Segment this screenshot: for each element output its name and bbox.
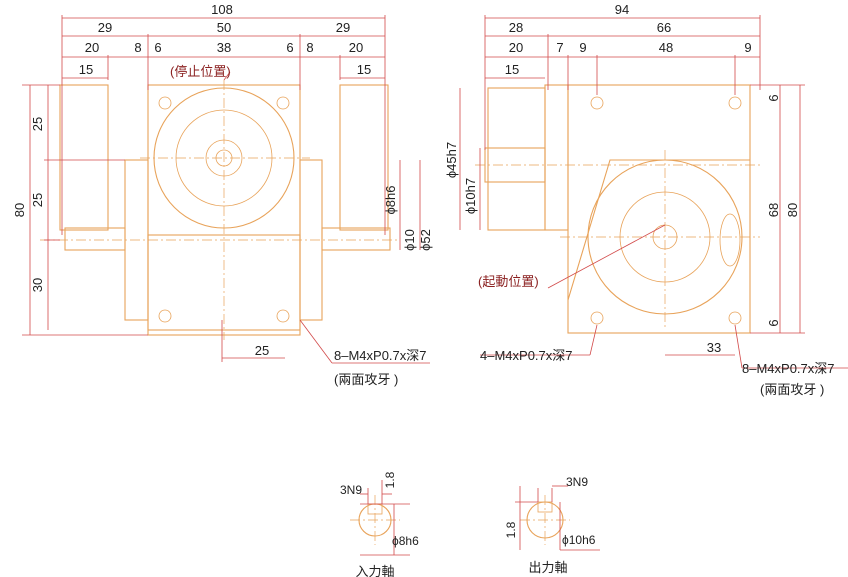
dim-text: 30 xyxy=(30,278,45,292)
input-shaft-title: 入力軸 xyxy=(355,564,394,577)
dim-text: 15 xyxy=(505,62,519,77)
start-position-label: (起動位置) xyxy=(478,274,539,289)
key-depth-label: 1.8 xyxy=(383,471,397,488)
front-hole xyxy=(276,96,290,110)
tap-note-sub: (兩面攻牙 ) xyxy=(334,372,398,387)
diameter-label: ϕ45h7 xyxy=(444,142,459,178)
dim-text: 38 xyxy=(217,40,231,55)
output-shaft-section: 3N9 1.8 ϕ10h6 出力軸 xyxy=(504,475,600,575)
shaft-diameter-label: ϕ10h6 xyxy=(562,533,596,547)
dim-text: 80 xyxy=(785,203,800,217)
dim-text: 66 xyxy=(657,20,671,35)
dim-text: 20 xyxy=(85,40,99,55)
front-left-shaft xyxy=(64,227,126,251)
tap-note-sub: (兩面攻牙 ) xyxy=(760,382,824,397)
tap-note: 8–M4xP0.7x深7 xyxy=(742,361,835,376)
dim-text: 68 xyxy=(766,203,781,217)
side-hole xyxy=(590,311,604,325)
dim-text: 29 xyxy=(336,20,350,35)
dim-text: 28 xyxy=(509,20,523,35)
dim-text: 8 xyxy=(306,40,313,55)
tap-note: 8–M4xP0.7x深7 xyxy=(334,348,427,363)
front-hole xyxy=(158,96,172,110)
dim-text: 20 xyxy=(349,40,363,55)
dim-text: 50 xyxy=(217,20,231,35)
side-slant-edge xyxy=(567,159,750,301)
dim-text: 20 xyxy=(509,40,523,55)
front-left-housing xyxy=(59,84,109,231)
side-hole xyxy=(728,311,742,325)
dim-text: 33 xyxy=(707,340,721,355)
key-width-label: 3N9 xyxy=(340,483,362,497)
dim-text: 29 xyxy=(98,20,112,35)
dim-text: 6 xyxy=(766,94,781,101)
shaft-diameter-label: ϕ8h6 xyxy=(383,186,398,215)
front-lower-block xyxy=(147,234,301,331)
diameter-label: ϕ52 xyxy=(418,229,433,251)
dim-text: 8 xyxy=(134,40,141,55)
key-depth-label: 1.8 xyxy=(504,521,518,538)
dim-text: 9 xyxy=(579,40,586,55)
dim-text: 6 xyxy=(286,40,293,55)
diameter-label: ϕ10h7 xyxy=(463,178,478,214)
dim-text: 108 xyxy=(211,2,233,17)
side-hole xyxy=(728,96,742,110)
front-view: 108 29 50 29 20 8 6 38 6 8 20 15 15 (停止位… xyxy=(12,2,433,387)
dim-text: 9 xyxy=(744,40,751,55)
front-hole xyxy=(276,309,290,323)
dim-text: 15 xyxy=(357,62,371,77)
dim-text: 7 xyxy=(556,40,563,55)
front-right-shaft xyxy=(321,227,391,251)
key-width-label: 3N9 xyxy=(566,475,588,489)
side-hole xyxy=(590,96,604,110)
side-window xyxy=(719,213,741,267)
stop-position-label: (停止位置) xyxy=(170,64,231,79)
output-shaft-title: 出力軸 xyxy=(528,560,567,575)
side-view: 94 28 66 20 7 9 48 9 15 6 68 80 6 33 ϕ45… xyxy=(444,2,848,397)
dim-text: 80 xyxy=(12,203,27,217)
dim-text: 48 xyxy=(659,40,673,55)
side-housing xyxy=(487,87,546,231)
input-shaft-section: 3N9 1.8 ϕ8h6 入力軸 xyxy=(340,471,419,577)
dim-text: 25 xyxy=(30,117,45,131)
dim-text: 94 xyxy=(615,2,629,17)
shaft-diameter-label: ϕ8h6 xyxy=(392,534,419,548)
front-hole xyxy=(158,309,172,323)
side-flange xyxy=(544,84,569,231)
front-right-housing xyxy=(339,84,389,231)
diameter-label: ϕ10 xyxy=(402,229,417,251)
tap-note: 4–M4xP0.7x深7 xyxy=(480,348,573,363)
dim-text: 25 xyxy=(30,193,45,207)
dim-text: 6 xyxy=(766,319,781,326)
dim-text: 15 xyxy=(79,62,93,77)
dim-text: 6 xyxy=(154,40,161,55)
dim-text: 25 xyxy=(255,343,269,358)
